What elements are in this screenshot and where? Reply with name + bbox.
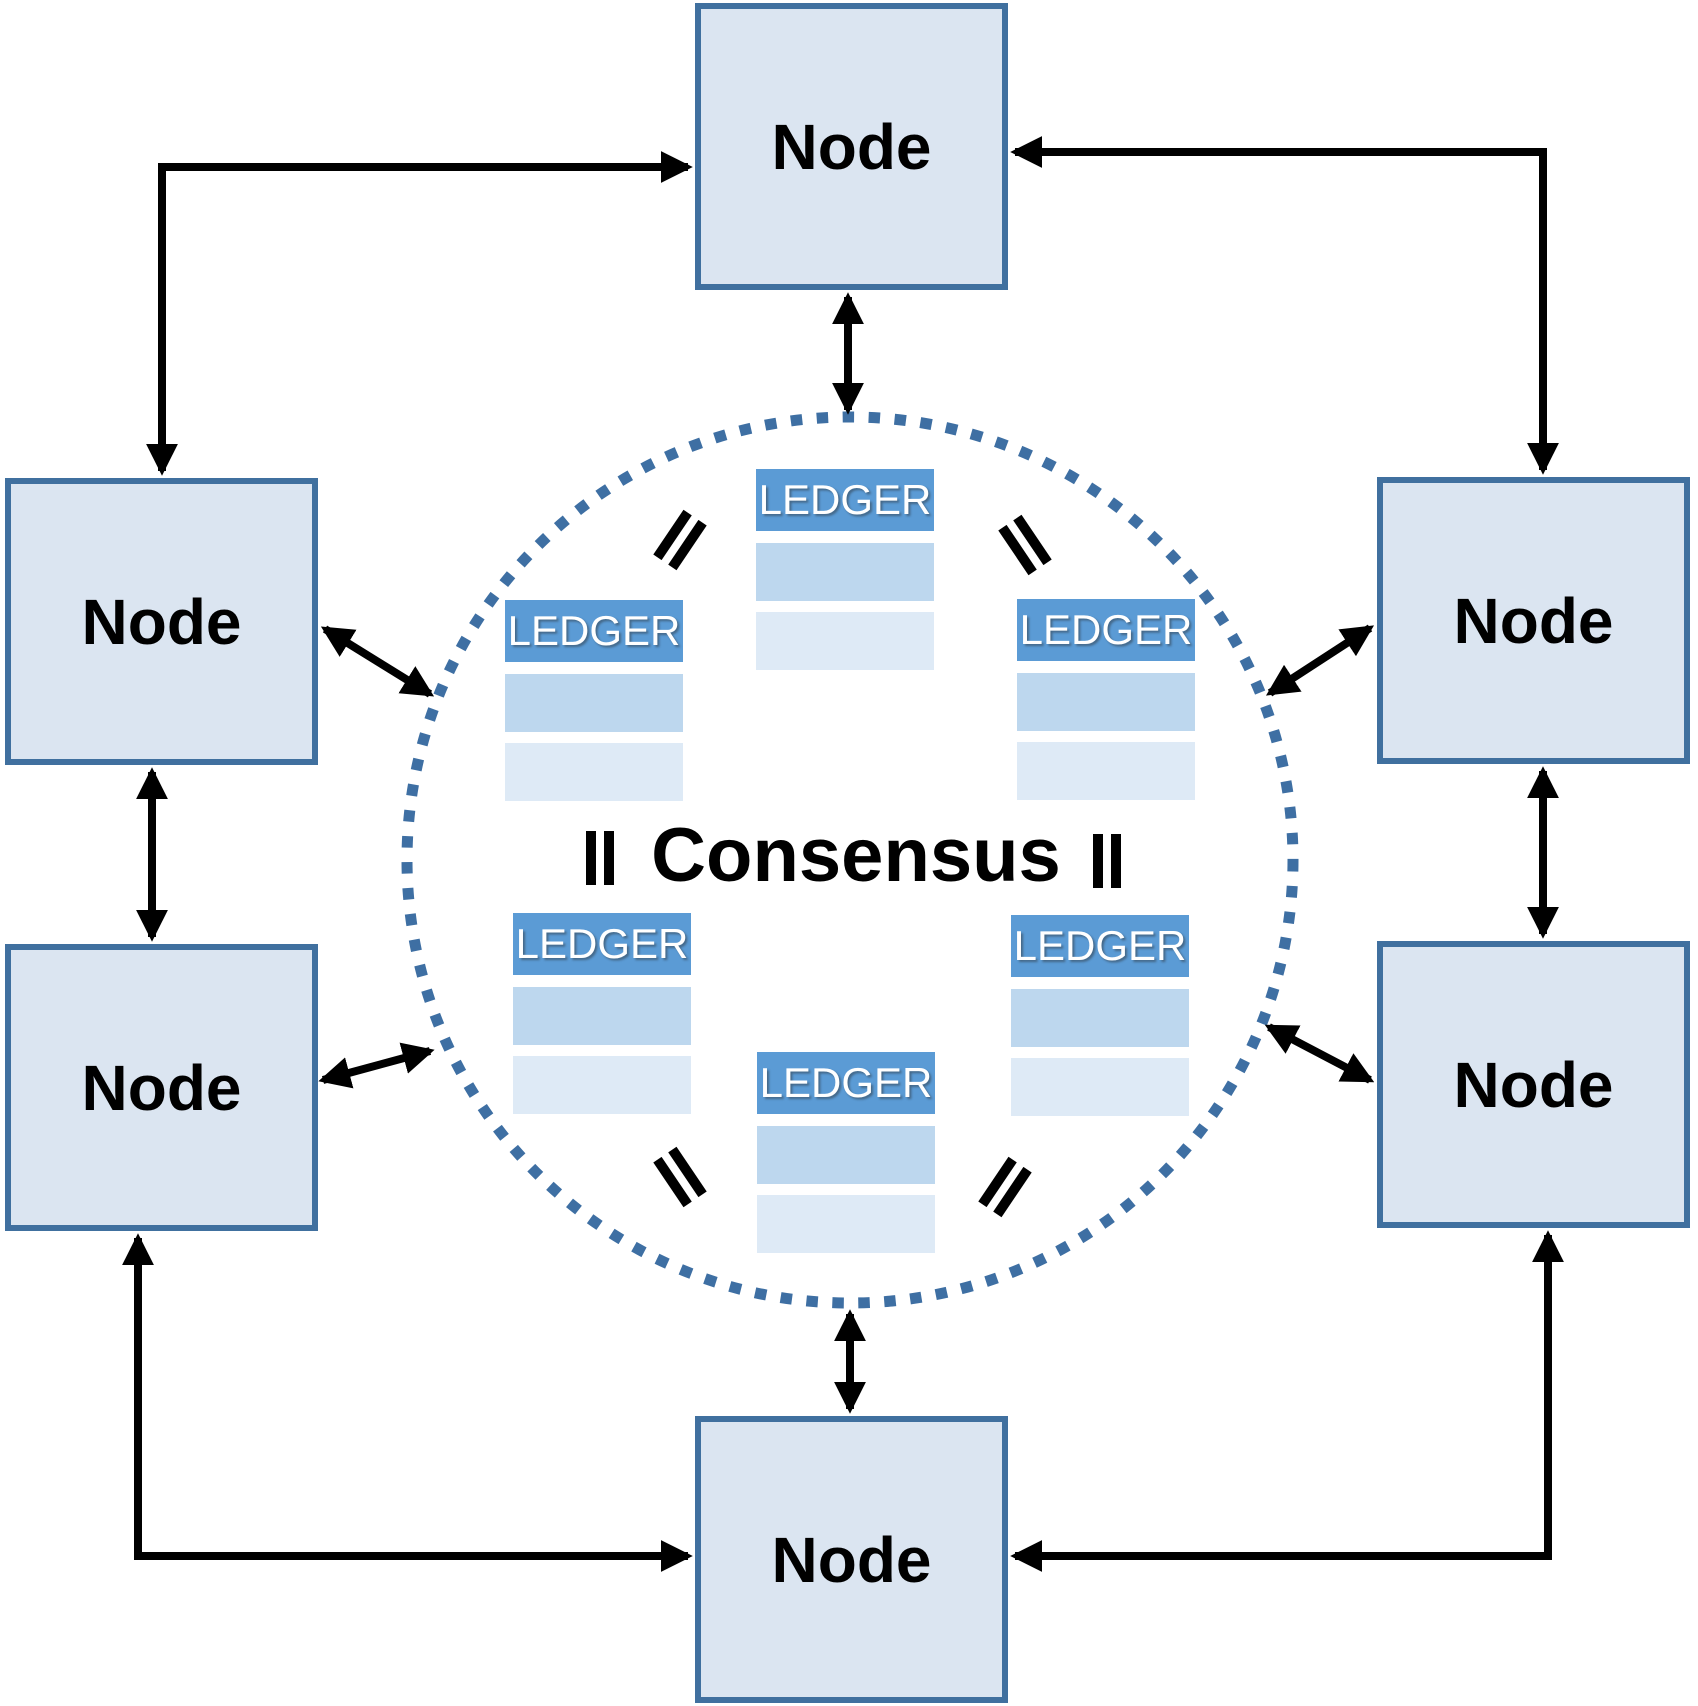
ledger-mid-left: LEDGER	[505, 600, 683, 801]
consensus-label: Consensus	[651, 813, 1061, 898]
node-box-upper-left: Node	[5, 478, 318, 765]
ledger-row	[757, 1126, 935, 1184]
ledger-header: LEDGER	[756, 469, 934, 531]
node-label: Node	[771, 1523, 932, 1596]
node-box-top: Node	[695, 3, 1008, 290]
ledger-header: LEDGER	[757, 1052, 935, 1114]
ledger-header: LEDGER	[513, 913, 691, 975]
node-box-bottom: Node	[695, 1416, 1008, 1703]
ledger-mid-right: LEDGER	[1017, 599, 1195, 800]
connector-bottom-left-L	[122, 1233, 693, 1572]
node-box-lower-right: Node	[1377, 941, 1690, 1228]
ledger-row	[756, 612, 934, 670]
ledger-header: LEDGER	[1017, 599, 1195, 661]
node-box-lower-left: Node	[5, 944, 318, 1231]
node-box-upper-right: Node	[1377, 477, 1690, 764]
ledger-top: LEDGER	[756, 469, 934, 670]
ledger-row	[505, 674, 683, 732]
ledger-row	[1017, 673, 1195, 731]
arrow-lower-right-node-circle	[1264, 1023, 1375, 1084]
arrow-upper-left-node-circle	[320, 625, 435, 698]
node-label: Node	[771, 110, 932, 183]
ledger-row	[1011, 1058, 1189, 1116]
ledger-header: LEDGER	[505, 600, 683, 662]
connector-bottom-right-L	[1010, 1230, 1564, 1572]
ledger-header: LEDGER	[1011, 915, 1189, 977]
arrow-upper-right-node-circle	[1265, 624, 1375, 697]
ledger-lower-left: LEDGER	[513, 913, 691, 1114]
ledger-row	[756, 543, 934, 601]
node-label: Node	[81, 585, 242, 658]
node-label: Node	[1453, 584, 1614, 657]
ledger-row	[513, 1056, 691, 1114]
ledger-row	[757, 1195, 935, 1253]
arrow-lower-left-node-circle	[318, 1042, 435, 1089]
ledger-row	[513, 987, 691, 1045]
node-label: Node	[1453, 1048, 1614, 1121]
connector-top-right-L	[1010, 136, 1559, 475]
ledger-row	[1017, 742, 1195, 800]
connector-top-left-L	[146, 151, 693, 476]
node-label: Node	[81, 1051, 242, 1124]
consensus-boundary-circle	[401, 411, 1299, 1309]
ledger-lower-right: LEDGER	[1011, 915, 1189, 1116]
ledger-row	[505, 743, 683, 801]
ledger-row	[1011, 989, 1189, 1047]
ledger-bottom: LEDGER	[757, 1052, 935, 1253]
